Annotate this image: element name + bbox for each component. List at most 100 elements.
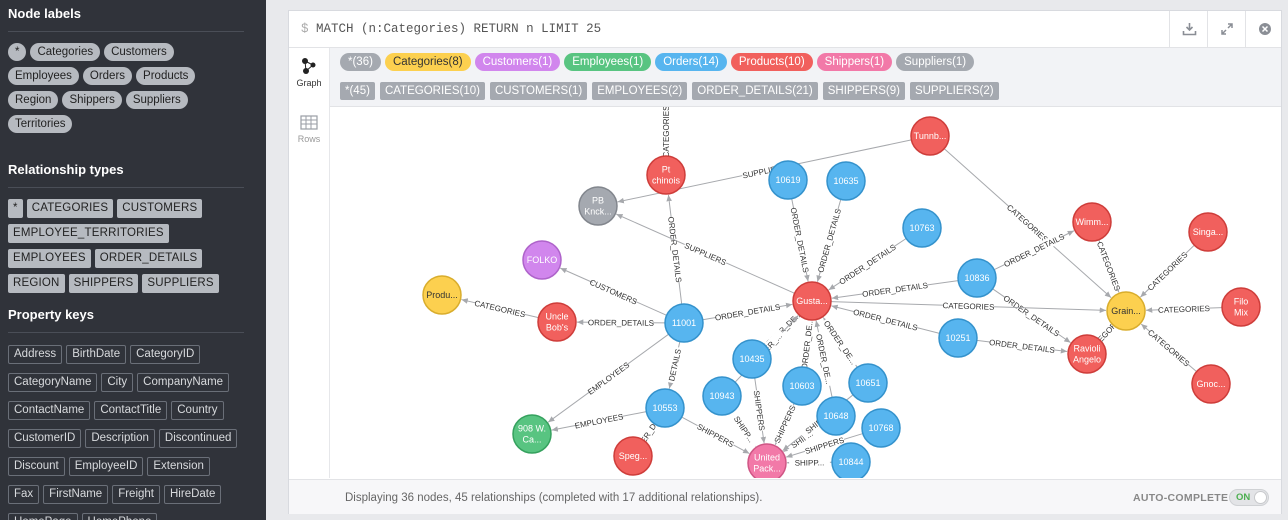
node-circle[interactable] [1188, 212, 1228, 252]
prop-key-discontinued[interactable]: Discontinued [158, 429, 238, 448]
node-circle[interactable] [537, 302, 577, 342]
prop-key-description[interactable]: Description [85, 429, 155, 448]
node-label-suppliers[interactable]: Suppliers [125, 91, 188, 109]
prop-key-country[interactable]: Country [171, 401, 224, 420]
node-circle[interactable] [831, 442, 871, 478]
rel-type-order-details[interactable]: ORDER_DETAILS [94, 249, 203, 268]
prop-key-customerid[interactable]: CustomerID [8, 429, 82, 448]
legend-rel-order-details-21[interactable]: ORDER_DETAILS(21) [692, 82, 818, 100]
graph-node-product[interactable]: Singa... [1188, 212, 1228, 252]
node-circle[interactable] [747, 443, 787, 478]
graph-node-order[interactable]: 10619 [768, 160, 808, 200]
legend-label-employees-1[interactable]: Employees(1) [564, 53, 652, 71]
node-circle[interactable] [768, 160, 808, 200]
graph-node-category[interactable]: Produ... [422, 275, 462, 315]
prop-key-address[interactable]: Address [8, 345, 63, 364]
node-circle[interactable] [732, 339, 772, 379]
rel-type-region[interactable]: REGION [8, 274, 65, 293]
node-label-all[interactable]: * [8, 43, 27, 61]
node-label-orders[interactable]: Orders [82, 67, 133, 85]
legend-label-customers-1[interactable]: Customers(1) [474, 53, 561, 71]
legend-rel-suppliers-2[interactable]: SUPPLIERS(2) [909, 82, 999, 100]
node-circle[interactable] [1067, 334, 1107, 374]
prop-key-companyname[interactable]: CompanyName [137, 373, 230, 392]
query-text[interactable]: $ MATCH (n:Categories) RETURN n LIMIT 25 [301, 22, 601, 36]
prop-key-hiredate[interactable]: HireDate [164, 485, 222, 504]
node-circle[interactable] [645, 388, 685, 428]
graph-node-order[interactable]: 10763 [902, 208, 942, 248]
legend-label-suppliers-1[interactable]: Suppliers(1) [896, 53, 975, 71]
legend-label-products-10[interactable]: Products(10) [730, 53, 813, 71]
prop-key-freight[interactable]: Freight [112, 485, 160, 504]
rel-type-customers[interactable]: CUSTOMERS [117, 199, 203, 218]
node-circle[interactable] [1072, 202, 1112, 242]
node-circle[interactable] [522, 240, 562, 280]
node-circle[interactable] [646, 155, 686, 195]
graph-node-order[interactable]: 10651 [848, 363, 888, 403]
node-circle[interactable] [902, 208, 942, 248]
graph-node-product[interactable]: Gnoc... [1191, 364, 1231, 404]
node-circle[interactable] [512, 414, 552, 454]
legend-rel-employees-2[interactable]: EMPLOYEES(2) [592, 82, 688, 100]
graph-node-order[interactable]: 10768 [861, 408, 901, 448]
rel-type-shippers[interactable]: SHIPPERS [68, 274, 139, 293]
node-circle[interactable] [816, 396, 856, 436]
prop-key-employeeid[interactable]: EmployeeID [68, 457, 144, 476]
node-label-territories[interactable]: Territories [8, 115, 73, 133]
expand-button[interactable] [1207, 11, 1246, 47]
graph-node-order[interactable]: 11001 [664, 303, 704, 343]
node-circle[interactable] [938, 318, 978, 358]
node-label-customers[interactable]: Customers [104, 43, 174, 61]
graph-node-order[interactable]: 10603 [782, 366, 822, 406]
prop-key-homephone[interactable]: HomePhone [81, 513, 158, 520]
node-circle[interactable] [957, 258, 997, 298]
node-circle[interactable] [792, 281, 832, 321]
node-circle[interactable] [422, 275, 462, 315]
prop-key-contactname[interactable]: ContactName [8, 401, 91, 420]
legend-rel-45[interactable]: *(45) [340, 82, 375, 100]
rel-type-all[interactable]: * [8, 199, 23, 218]
graph-node-product[interactable]: Speg... [613, 436, 653, 476]
graph-canvas[interactable]: SUPPLIERSCATEGORIESCATEGORIESORDER_DETAI… [330, 107, 1281, 478]
graph-node-order[interactable]: 10435 [732, 339, 772, 379]
legend-rel-shippers-9[interactable]: SHIPPERS(9) [822, 82, 905, 100]
node-circle[interactable] [1221, 287, 1261, 327]
node-circle[interactable] [664, 303, 704, 343]
prop-key-categoryid[interactable]: CategoryID [130, 345, 201, 364]
prop-key-birthdate[interactable]: BirthDate [66, 345, 127, 364]
graph-node-order[interactable]: 10943 [702, 376, 742, 416]
graph-node-category[interactable]: Grain... [1106, 291, 1146, 331]
node-circle[interactable] [910, 116, 950, 156]
prop-key-city[interactable]: City [101, 373, 134, 392]
close-button[interactable] [1245, 11, 1284, 47]
rel-type-employees[interactable]: EMPLOYEES [8, 249, 91, 268]
node-label-categories[interactable]: Categories [30, 43, 101, 61]
download-button[interactable] [1169, 11, 1208, 47]
graph-node-product[interactable]: Gusta... [792, 281, 832, 321]
prop-key-contacttitle[interactable]: ContactTitle [94, 401, 168, 420]
legend-label-36[interactable]: *(36) [340, 53, 381, 71]
legend-label-orders-14[interactable]: Orders(14) [655, 53, 727, 71]
node-label-shippers[interactable]: Shippers [62, 91, 122, 109]
graph-node-order[interactable]: 10836 [957, 258, 997, 298]
legend-label-categories-8[interactable]: Categories(8) [384, 53, 471, 71]
graph-node-customer[interactable]: FOLKO [522, 240, 562, 280]
legend-rel-customers-1[interactable]: CUSTOMERS(1) [489, 82, 588, 100]
graph-node-order[interactable]: 10251 [938, 318, 978, 358]
node-circle[interactable] [861, 408, 901, 448]
prop-key-firstname[interactable]: FirstName [43, 485, 109, 504]
node-circle[interactable] [782, 366, 822, 406]
graph-view-button[interactable]: Graph [289, 56, 329, 106]
node-label-region[interactable]: Region [8, 91, 59, 109]
graph-node-order[interactable]: 10635 [826, 161, 866, 201]
node-circle[interactable] [1191, 364, 1231, 404]
rel-type-employee-territories[interactable]: EMPLOYEE_TERRITORIES [8, 224, 169, 243]
rows-view-button[interactable]: Rows [289, 114, 329, 164]
graph-node-product[interactable]: Wimm... [1072, 202, 1112, 242]
legend-label-shippers-1[interactable]: Shippers(1) [816, 53, 893, 71]
